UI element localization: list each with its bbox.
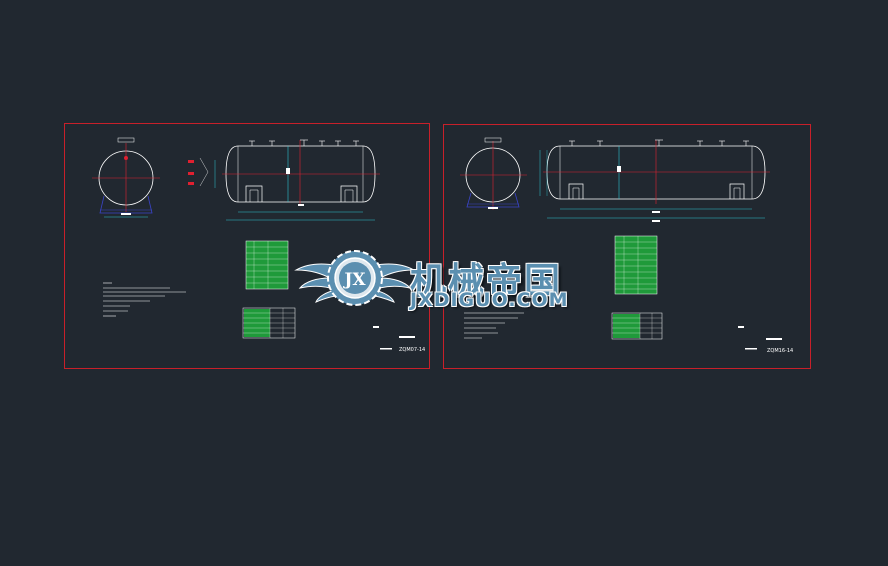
right-nozzle-table (614, 235, 658, 295)
left-design-table (242, 307, 296, 339)
left-side-view (188, 139, 380, 221)
left-tech-notes (103, 282, 186, 317)
left-end-view (92, 137, 160, 218)
left-title-block (373, 326, 415, 350)
emblem-text: JX (342, 270, 366, 290)
left-drawing-number: ZQM07-14 (399, 347, 425, 353)
right-drawing-number: ZQM16-14 (767, 348, 793, 354)
right-design-table (611, 312, 663, 340)
sheet-left-border (64, 123, 430, 369)
right-end-view (460, 137, 527, 210)
right-title-block (738, 326, 782, 350)
left-nozzle-table (245, 240, 289, 290)
sheet-right: ZQM16-14 (443, 124, 811, 369)
watermark-brand-cn: 机械帝国 (410, 261, 563, 302)
right-tech-notes (464, 312, 524, 339)
watermark-emblem: JX (294, 250, 416, 306)
watermark-brand-en: JXDIGUO.COM (410, 289, 569, 311)
sheet-right-border (443, 124, 811, 369)
right-side-view (539, 139, 770, 222)
sheet-left: ZQM07-14 (64, 123, 430, 369)
